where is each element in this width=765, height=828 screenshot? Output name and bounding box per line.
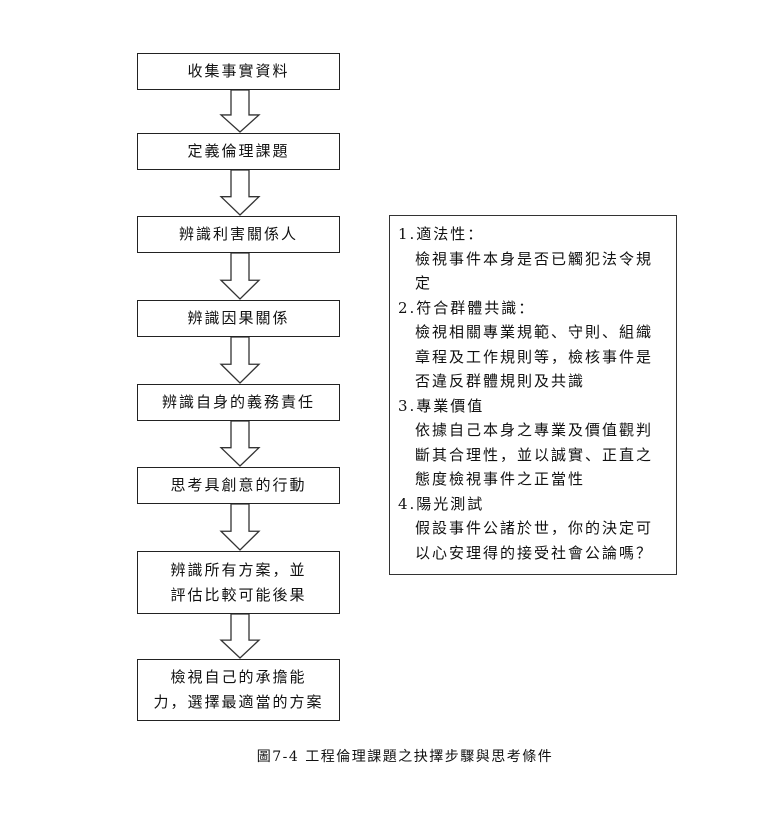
step-collect-facts: 收集事實資料 [137, 53, 340, 90]
condition-text: 檢視事件本身是否已觸犯法令規 [415, 249, 654, 268]
condition-text: 假設事件公諸於世，你的決定可 [415, 519, 654, 537]
figure-caption: 圖7-4 工程倫理課題之抉擇步驟與思考條件 [256, 749, 554, 765]
down-arrow-icon [219, 170, 261, 216]
condition-text: 斷其合理性，並以誠實、正直之 [415, 445, 654, 464]
condition-sunshine-test: 4.陽光測試 假設事件公諸於世，你的決定可 以心安理得的接受社會公論嗎？ [398, 492, 668, 566]
down-arrow-icon [219, 90, 261, 133]
condition-title: 3.專業價值 [398, 396, 485, 415]
conditions-panel: 1.適法性： 檢視事件本身是否已觸犯法令規 定 2.符合群體共識： 檢視相關專業… [389, 215, 677, 575]
step-define-issue: 定義倫理課題 [137, 133, 340, 170]
condition-legality: 1.適法性： 檢視事件本身是否已觸犯法令規 定 [398, 222, 668, 296]
step-label: 定義倫理課題 [187, 142, 290, 160]
down-arrow-icon [219, 421, 261, 467]
step-causality: 辨識因果關係 [137, 300, 340, 337]
step-evaluate-options: 辨識所有方案，並 評估比較可能後果 [137, 551, 340, 614]
step-stakeholders: 辨識利害關係人 [137, 216, 340, 253]
condition-text: 章程及工作規則等，檢核事件是 [415, 347, 654, 366]
condition-text: 依據自己本身之專業及價值觀判 [415, 421, 654, 439]
condition-text: 否違反群體規則及共識 [415, 372, 586, 390]
condition-text: 態度檢視事件之正當性 [415, 470, 586, 488]
condition-title: 4.陽光測試 [398, 494, 485, 513]
down-arrow-icon [219, 253, 261, 300]
condition-group-consensus: 2.符合群體共識： 檢視相關專業規範、守則、組織 章程及工作規則等，檢核事件是 … [398, 296, 668, 394]
step-label: 收集事實資料 [187, 62, 290, 80]
step-label-line: 辨識所有方案，並 [170, 560, 307, 579]
condition-text: 定 [415, 274, 433, 292]
step-choose-option: 檢視自己的承擔能 力，選擇最適當的方案 [137, 659, 340, 721]
step-label: 辨識利害關係人 [178, 225, 298, 243]
down-arrow-icon [219, 337, 261, 384]
down-arrow-icon [219, 504, 261, 551]
step-creative-action: 思考具創意的行動 [137, 467, 340, 504]
step-label: 思考具創意的行動 [170, 476, 307, 494]
condition-professional-values: 3.專業價值 依據自己本身之專業及價值觀判 斷其合理性，並以誠實、正直之 態度檢… [398, 394, 668, 492]
step-obligations: 辨識自身的義務責任 [137, 384, 340, 421]
step-label-line: 檢視自己的承擔能 [170, 668, 307, 686]
condition-text: 檢視相關專業規範、守則、組織 [415, 323, 654, 341]
condition-text: 以心安理得的接受社會公論嗎？ [415, 543, 654, 562]
step-label-line: 力，選擇最適當的方案 [153, 693, 324, 711]
down-arrow-icon [219, 614, 261, 659]
step-label: 辨識自身的義務責任 [161, 393, 315, 411]
step-label-line: 評估比較可能後果 [170, 585, 307, 604]
condition-title: 1.適法性： [398, 225, 485, 243]
step-label: 辨識因果關係 [187, 309, 290, 327]
condition-title: 2.符合群體共識： [398, 298, 536, 317]
